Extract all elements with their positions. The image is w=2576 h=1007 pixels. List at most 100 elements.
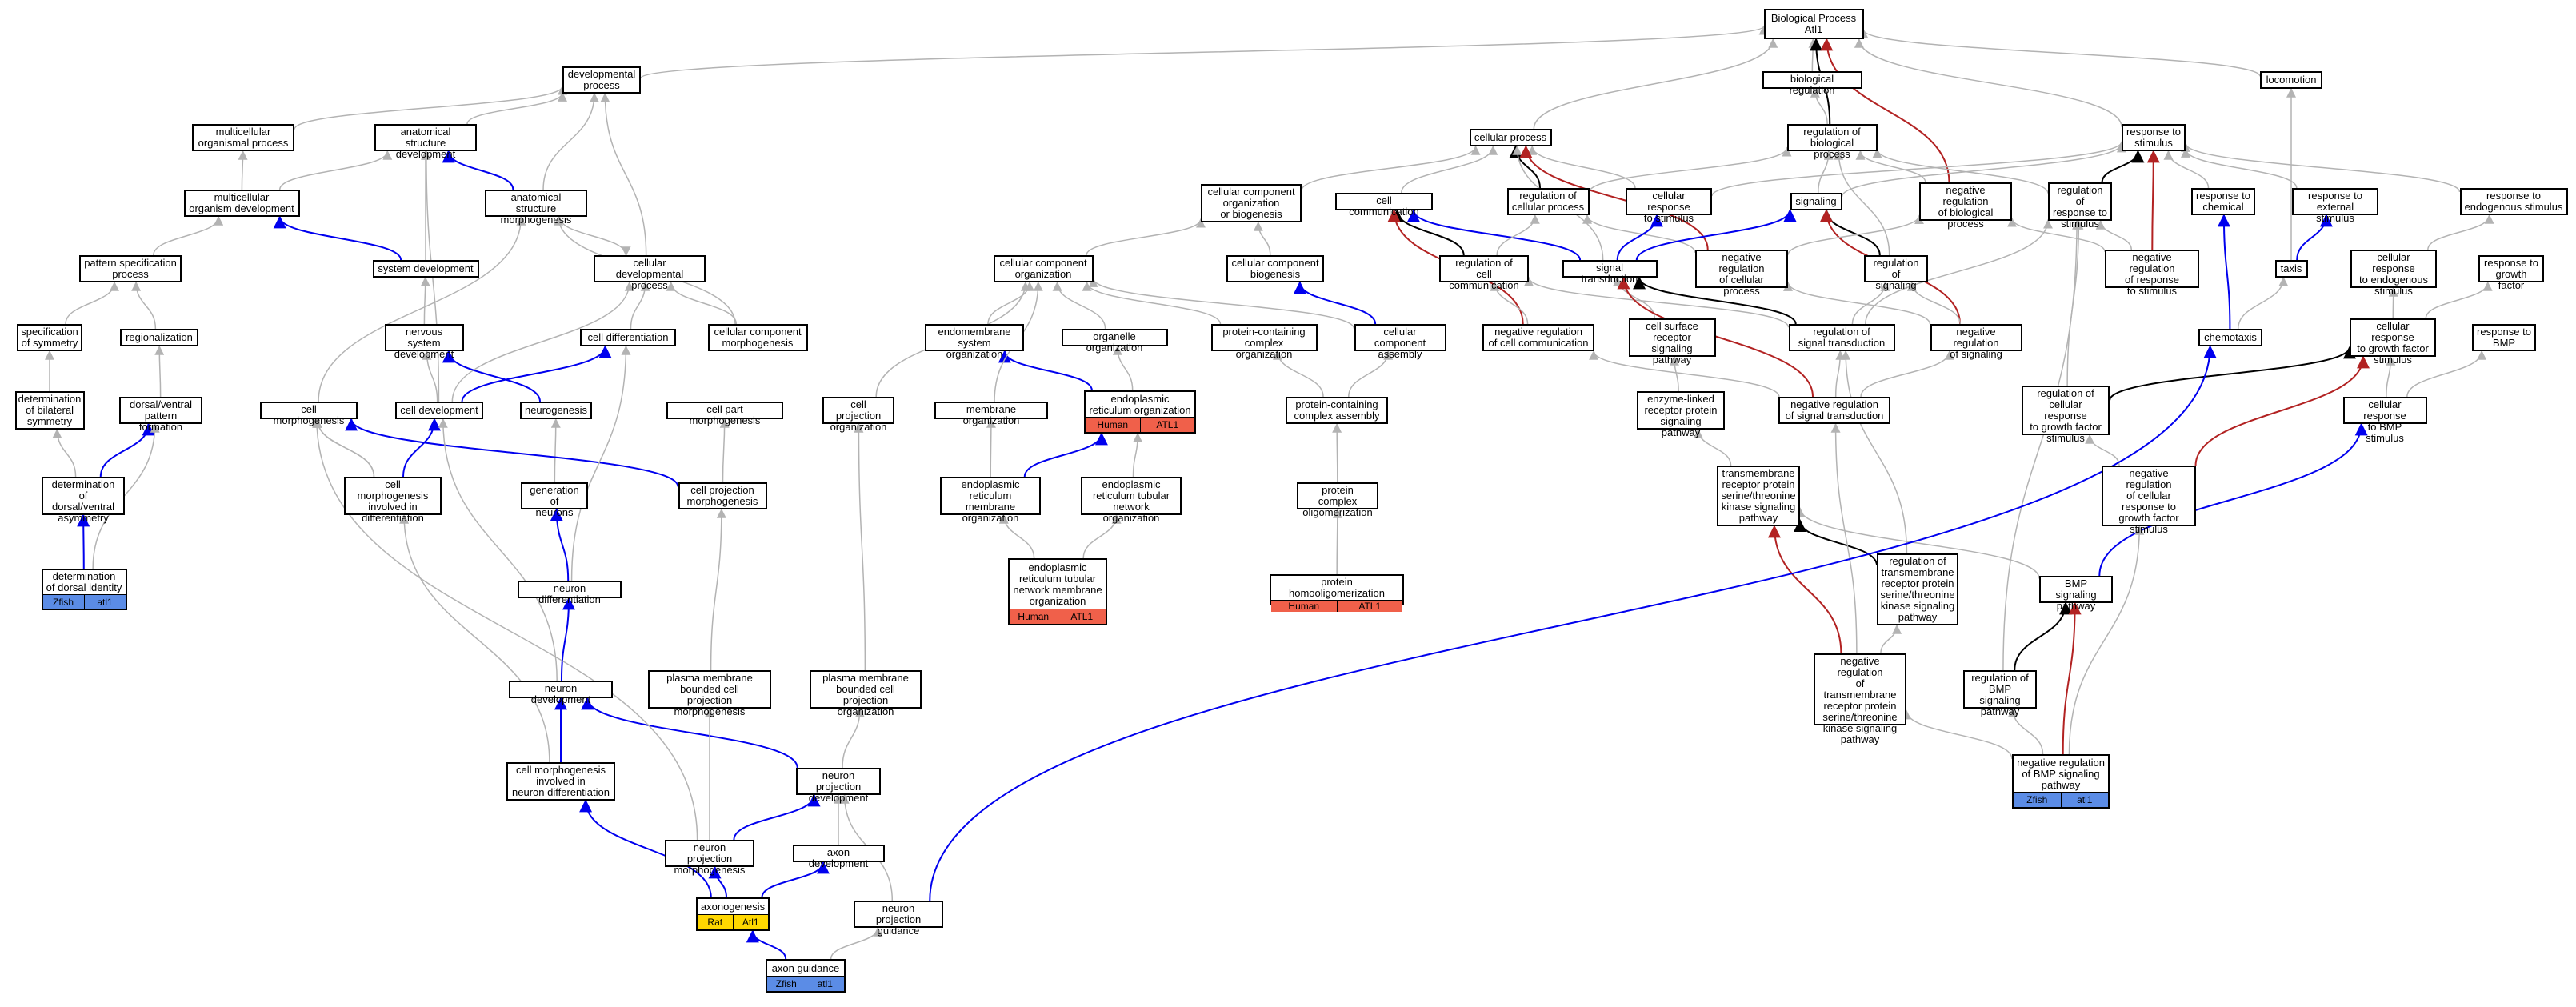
go-term-rend[interactable]: response to endogenous stimulus bbox=[2459, 188, 2568, 215]
go-term-rcc[interactable]: regulation of cell communication bbox=[1439, 255, 1529, 291]
go-term-nrst[interactable]: negative regulation of signal transducti… bbox=[1778, 397, 1890, 424]
go-term-rbp[interactable]: regulation of biological process bbox=[1786, 124, 1878, 160]
go-term-breg[interactable]: biological regulation bbox=[1762, 71, 1862, 96]
go-term-nrbmpsp[interactable]: negative regulation of BMP signaling pat… bbox=[2012, 754, 2110, 809]
go-term-nrcp[interactable]: negative regulation of cellular process bbox=[1695, 250, 1788, 297]
go-term-gon[interactable]: generation of neurons bbox=[521, 482, 588, 518]
go-term-rst[interactable]: regulation of signal transduction bbox=[1788, 324, 1895, 351]
go-term-pmbcpo[interactable]: plasma membrane bounded cell projection … bbox=[810, 670, 922, 717]
go-term-pcca[interactable]: protein-containing complex assembly bbox=[1286, 397, 1388, 424]
go-term-nrrs[interactable]: negative regulation of response to stimu… bbox=[2105, 250, 2199, 297]
go-term-csrs[interactable]: cell surface receptor signaling pathway bbox=[1628, 318, 1716, 366]
go-term-ertnmo[interactable]: endoplasmic reticulum tubular network me… bbox=[1008, 558, 1107, 625]
go-term-crend[interactable]: cellular response to endogenous stimulus bbox=[2350, 250, 2437, 297]
go-term-sos[interactable]: specification of symmetry bbox=[17, 324, 82, 351]
go-term-cpo[interactable]: cell projection organization bbox=[822, 397, 894, 433]
go-term-crgf[interactable]: cellular response to growth factor stimu… bbox=[2350, 318, 2436, 366]
go-term-asm[interactable]: anatomical structure morphogenesis bbox=[485, 190, 587, 226]
go-term-rgf[interactable]: response to growth factor bbox=[2478, 255, 2544, 291]
go-term-cc[interactable]: cell communication bbox=[1335, 193, 1433, 218]
go-term-eso[interactable]: endomembrane system organization bbox=[925, 324, 1024, 360]
go-term-dbs[interactable]: determination of bilateral symmetry bbox=[14, 391, 85, 430]
go-term-rbmpsp[interactable]: regulation of BMP signaling pathway bbox=[1963, 670, 2037, 717]
go-term-dvpf[interactable]: dorsal/ventral pattern formation bbox=[119, 397, 202, 433]
go-term-cca[interactable]: cellular component assembly bbox=[1354, 324, 1446, 360]
annotation-cell: Zfish bbox=[42, 595, 84, 609]
go-term-ermo[interactable]: endoplasmic reticulum membrane organizat… bbox=[940, 477, 1041, 524]
edge-crbmp-to-rbmp bbox=[2406, 350, 2487, 398]
edge-sig-to-rbp bbox=[1818, 150, 1834, 194]
go-term-ndiff[interactable]: neuron differentiation bbox=[518, 581, 622, 605]
go-term-cmorph[interactable]: cell morphogenesis bbox=[260, 402, 358, 426]
go-term-ccob[interactable]: cellular component organization or bioge… bbox=[1201, 184, 1302, 222]
go-term-chemo[interactable]: chemotaxis bbox=[2198, 329, 2262, 346]
go-term-neurog[interactable]: neurogenesis bbox=[520, 402, 592, 419]
edge-res-to-rts bbox=[2181, 147, 2298, 189]
go-term-dda[interactable]: determination of dorsal/ventral asymmetr… bbox=[42, 477, 125, 524]
go-term-dev[interactable]: developmental process bbox=[562, 66, 641, 94]
go-term-mop[interactable]: multicellular organismal process bbox=[192, 124, 294, 151]
go-term-rcp[interactable]: regulation of cellular process bbox=[1506, 188, 1590, 215]
go-term-tmrsp[interactable]: transmembrane receptor protein serine/th… bbox=[1717, 466, 1800, 526]
go-term-cdiff[interactable]: cell differentiation bbox=[580, 329, 676, 346]
go-term-npm[interactable]: neuron projection morphogenesis bbox=[665, 840, 754, 876]
go-term-cmid[interactable]: cell morphogenesis involved in different… bbox=[344, 477, 442, 524]
go-term-npg[interactable]: neuron projection guidance bbox=[854, 901, 943, 937]
go-term-rts[interactable]: response to stimulus bbox=[2122, 124, 2186, 151]
go-term-ndev[interactable]: neuron development bbox=[509, 681, 613, 705]
go-term-axdev[interactable]: axon development bbox=[792, 845, 885, 869]
edge-npd-to-ndev bbox=[581, 697, 798, 769]
go-term-rbmp[interactable]: response to BMP bbox=[2472, 324, 2536, 351]
go-term-pco[interactable]: protein complex oligomerization bbox=[1297, 482, 1378, 518]
go-term-mo[interactable]: membrane organization bbox=[934, 402, 1048, 426]
go-term-taxis[interactable]: taxis bbox=[2274, 260, 2308, 278]
go-term-bmpsp[interactable]: BMP signaling pathway bbox=[2039, 576, 2113, 612]
go-term-nrtmrsp[interactable]: negative regulation of transmembrane rec… bbox=[1814, 653, 1906, 745]
go-term-st[interactable]: signal transduction bbox=[1562, 260, 1658, 285]
go-term-ccb[interactable]: cellular component biogenesis bbox=[1226, 255, 1324, 282]
go-term-npd[interactable]: neuron projection development bbox=[796, 768, 881, 804]
go-term-elrsp[interactable]: enzyme-linked receptor protein signaling… bbox=[1637, 391, 1725, 438]
go-term-rsig[interactable]: regulation of signaling bbox=[1864, 255, 1928, 291]
go-term-cmind[interactable]: cell morphogenesis involved in neuron di… bbox=[506, 762, 615, 801]
go-term-rcrgf[interactable]: regulation of cellular response to growt… bbox=[2022, 386, 2110, 444]
go-term-psp[interactable]: pattern specification process bbox=[79, 255, 182, 282]
go-term-asd[interactable]: anatomical structure development bbox=[374, 124, 477, 160]
go-term-res[interactable]: response to external stimulus bbox=[2292, 188, 2378, 224]
edge-nrbmpsp-to-nrcrgf bbox=[2068, 525, 2145, 755]
go-term-crs[interactable]: cellular response to stimulus bbox=[1626, 188, 1712, 224]
go-term-cp[interactable]: cellular process bbox=[1469, 129, 1552, 146]
go-term-cpmorph[interactable]: cell projection morphogenesis bbox=[678, 482, 767, 509]
go-term-label: cell projection organization bbox=[830, 398, 887, 433]
go-term-pcco[interactable]: protein-containing complex organization bbox=[1210, 324, 1318, 360]
go-term-nrcrgf[interactable]: negative regulation of cellular response… bbox=[2102, 466, 2196, 535]
go-term-cdev[interactable]: cell development bbox=[395, 402, 483, 419]
go-term-nrbp[interactable]: negative regulation of biological proces… bbox=[1919, 182, 2012, 230]
go-term-sysdev[interactable]: system development bbox=[372, 260, 479, 278]
go-term-rrs[interactable]: regulation of response to stimulus bbox=[2048, 182, 2112, 230]
go-term-loc[interactable]: locomotion bbox=[2260, 71, 2322, 89]
go-term-ccm[interactable]: cellular component morphogenesis bbox=[707, 324, 808, 351]
go-term-bp[interactable]: Biological Process Atl1 bbox=[1763, 9, 1864, 39]
go-term-rchem[interactable]: response to chemical bbox=[2191, 188, 2255, 215]
go-term-nrcc[interactable]: negative regulation of cell communicatio… bbox=[1482, 324, 1594, 351]
go-term-sig[interactable]: signaling bbox=[1790, 193, 1842, 210]
go-term-reg[interactable]: regionalization bbox=[120, 329, 198, 346]
go-term-label: neurogenesis bbox=[524, 404, 588, 416]
go-term-mod[interactable]: multicellular organism development bbox=[183, 190, 300, 217]
go-term-ertno[interactable]: endoplasmic reticulum tubular network or… bbox=[1081, 477, 1182, 524]
go-term-nsd[interactable]: nervous system development bbox=[384, 324, 464, 360]
go-term-cpm[interactable]: cell part morphogenesis bbox=[666, 402, 783, 426]
go-term-oo[interactable]: organelle organization bbox=[1061, 329, 1168, 354]
go-term-crbmp[interactable]: cellular response to BMP stimulus bbox=[2342, 397, 2427, 444]
go-term-cco[interactable]: cellular component organization bbox=[993, 255, 1094, 282]
go-term-rtmrsp[interactable]: regulation of transmembrane receptor pro… bbox=[1877, 553, 1958, 625]
go-term-nrsig[interactable]: negative regulation of signaling bbox=[1930, 324, 2022, 360]
go-term-pmbcpm[interactable]: plasma membrane bounded cell projection … bbox=[648, 670, 771, 717]
go-term-cdp[interactable]: cellular developmental process bbox=[594, 255, 706, 291]
